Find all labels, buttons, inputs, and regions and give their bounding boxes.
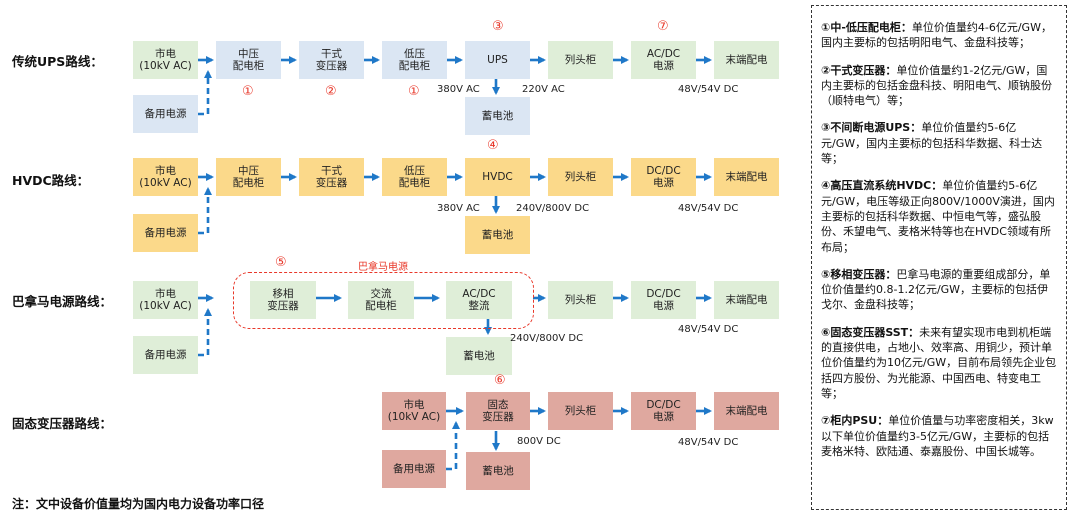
box-battery-panama: 蓄电池 <box>446 337 512 375</box>
note-title: ③不间断电源UPS： <box>821 121 922 135</box>
box-column-cabinet-sst: 列头柜 <box>548 392 613 430</box>
note-text: 未来有望实现市电到机柜端的直接供电，占地小、效率高、用铜少，预计单位价值量约为1… <box>821 325 1057 400</box>
box-grid-sst: 市电 (10kV AC) <box>382 392 446 430</box>
voltage-label: 48V/54V DC <box>678 324 739 335</box>
box-grid-panama: 市电 (10kV AC) <box>133 281 198 319</box>
box-dry-transformer-hvdc: 干式 变压器 <box>299 158 364 196</box>
box-mv-switchgear-hvdc: 中压 配电柜 <box>216 158 281 196</box>
callout-number: ③ <box>492 19 504 34</box>
box-backup-panama: 备用电源 <box>133 336 198 374</box>
note-title: ④高压直流系统HVDC： <box>821 179 943 193</box>
note-text: 单位价值量与功率密度相关，3kw以下单位价值量约3-5亿元/GW，主要标的包括麦… <box>821 414 1054 458</box>
box-lv-switchgear-ups: 低压 配电柜 <box>382 41 447 79</box>
note-item: ⑥固态变压器SST：未来有望实现市电到机柜端的直接供电，占地小、效率高、用铜少，… <box>821 325 1058 401</box>
callout-number: ② <box>325 84 337 99</box>
voltage-label: 240V/800V DC <box>516 203 590 214</box>
box-column-cabinet-ups: 列头柜 <box>548 41 613 79</box>
box-dcdc-psu-panama: DC/DC 电源 <box>631 281 696 319</box>
note-item: ⑦柜内PSU：单位价值量与功率密度相关，3kw以下单位价值量约3-5亿元/GW，… <box>821 413 1058 459</box>
box-battery-ups: 蓄电池 <box>465 97 530 135</box>
box-backup-sst: 备用电源 <box>382 450 446 488</box>
notes-panel: ①中-低压配电柜：单位价值量约4-6亿元/GW，国内主要标的包括明阳电气、金盘科… <box>811 5 1067 510</box>
note-text: 单位价值量约5-6亿元/GW，国内主要标的包括科华数据、科士达等； <box>821 121 1043 166</box>
box-solid-state-transformer: 固态 变压器 <box>466 392 530 430</box>
row-label-sst: 固态变压器路线： <box>12 416 113 431</box>
box-dcdc-psu-sst: DC/DC 电源 <box>631 392 696 430</box>
box-grid-ups: 市电 (10kV AC) <box>133 41 198 79</box>
voltage-label: 48V/54V DC <box>678 84 739 95</box>
box-battery-sst: 蓄电池 <box>466 452 530 490</box>
box-terminal-panama: 末端配电 <box>714 281 779 319</box>
box-backup-hvdc: 备用电源 <box>133 214 198 252</box>
voltage-label: 48V/54V DC <box>678 203 739 214</box>
panama-group-label: 巴拿马电源 <box>358 262 408 273</box>
box-terminal-hvdc: 末端配电 <box>714 158 779 196</box>
voltage-label: 380V AC <box>437 203 480 214</box>
box-lv-switchgear-hvdc: 低压 配电柜 <box>382 158 447 196</box>
box-grid-hvdc: 市电 (10kV AC) <box>133 158 198 196</box>
voltage-label: 240V/800V DC <box>510 333 584 344</box>
note-item: ④高压直流系统HVDC：单位价值量约5-6亿元/GW，电压等级正向800V/10… <box>821 178 1058 254</box>
box-acdc-rectifier: AC/DC 整流 <box>446 281 512 319</box>
row-label-ups: 传统UPS路线： <box>12 54 103 69</box>
box-mv-switchgear-ups: 中压 配电柜 <box>216 41 281 79</box>
row-label-panama: 巴拿马电源路线： <box>12 294 113 309</box>
note-title: ②干式变压器： <box>821 63 897 77</box>
callout-number: ④ <box>487 138 499 153</box>
box-acdc-psu-ups: AC/DC 电源 <box>631 41 696 79</box>
note-text: 单位价值量约1-2亿元/GW，国内主要标的包括金盘科技、明阳电气、顺钠股份（顺特… <box>821 63 1052 108</box>
box-battery-hvdc: 蓄电池 <box>465 216 530 254</box>
box-hvdc: HVDC <box>465 158 530 196</box>
note-text: 巴拿马电源的重要组成部分，单位价值量约0.8-1.2亿元/GW，主要标的包括伊戈… <box>821 267 1051 312</box>
voltage-label: 380V AC <box>437 84 480 95</box>
callout-number: ① <box>242 84 254 99</box>
note-item: ②干式变压器：单位价值量约1-2亿元/GW，国内主要标的包括金盘科技、明阳电气、… <box>821 63 1058 109</box>
voltage-label: 220V AC <box>522 84 565 95</box>
box-terminal-sst: 末端配电 <box>714 392 779 430</box>
box-ups: UPS <box>465 41 530 79</box>
box-backup-ups: 备用电源 <box>133 95 198 133</box>
footnote: 注：文中设备价值量均为国内电力设备功率口径 <box>12 497 265 511</box>
row-label-hvdc: HVDC路线： <box>12 173 90 188</box>
note-title: ①中-低压配电柜： <box>821 21 912 34</box>
box-dry-transformer-ups: 干式 变压器 <box>299 41 364 79</box>
note-text: 单位价值量约4-6亿元/GW，国内主要标的包括明阳电气、金盘科技等； <box>821 21 1052 50</box>
note-title: ⑤移相变压器： <box>821 267 897 281</box>
note-item: ⑤移相变压器：巴拿马电源的重要组成部分，单位价值量约0.8-1.2亿元/GW，主… <box>821 267 1058 313</box>
box-terminal-ups: 末端配电 <box>714 41 779 79</box>
note-item: ①中-低压配电柜：单位价值量约4-6亿元/GW，国内主要标的包括明阳电气、金盘科… <box>821 20 1058 51</box>
voltage-label: 48V/54V DC <box>678 437 739 448</box>
note-title: ⑥固态变压器SST： <box>821 325 920 339</box>
voltage-label: 800V DC <box>517 436 561 447</box>
callout-number: ⑤ <box>275 255 287 270</box>
callout-number: ① <box>408 84 420 99</box>
box-column-cabinet-hvdc: 列头柜 <box>548 158 613 196</box>
note-item: ③不间断电源UPS：单位价值量约5-6亿元/GW，国内主要标的包括科华数据、科士… <box>821 120 1058 166</box>
panama-power-group <box>233 272 534 329</box>
callout-number: ⑦ <box>657 19 669 34</box>
note-title: ⑦柜内PSU： <box>821 414 889 428</box>
box-dcdc-psu-hvdc: DC/DC 电源 <box>631 158 696 196</box>
callout-number: ⑥ <box>494 373 506 388</box>
box-ac-switchgear-panama: 交流 配电柜 <box>348 281 414 319</box>
box-phase-shift-transformer: 移相 变压器 <box>250 281 316 319</box>
box-column-cabinet-panama: 列头柜 <box>548 281 613 319</box>
note-text: 单位价值量约5-6亿元/GW，电压等级正向800V/1000V演进，国内主要标的… <box>821 179 1055 254</box>
